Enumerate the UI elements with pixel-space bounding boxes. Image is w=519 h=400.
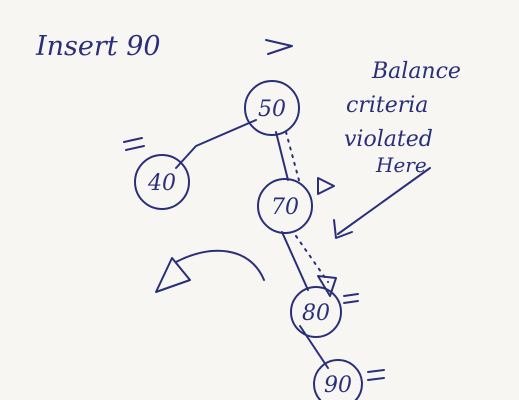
node-50: 50 (244, 80, 300, 136)
heading-text: Insert 90 (35, 31, 161, 62)
node-label: 40 (147, 171, 176, 196)
node-label: 70 (271, 195, 299, 220)
arrowhead-hint-1 (317, 177, 335, 195)
dotted-hint-70-80 (295, 235, 329, 283)
node-40: 40 (134, 154, 190, 210)
balance-mark-40 (123, 137, 145, 151)
note-line-4: Here (375, 153, 427, 177)
edge-70-80 (281, 231, 309, 291)
rotation-arrow-curve (175, 249, 265, 281)
note-line-2: criteria (346, 93, 428, 118)
edge-50-70 (275, 131, 289, 181)
node-circle (244, 80, 300, 136)
node-circle (313, 359, 363, 400)
node-circle (257, 178, 313, 234)
heading-arrow-mark (265, 39, 293, 55)
node-90: 90 (313, 359, 363, 400)
node-label: 80 (302, 301, 330, 326)
dotted-hint-50-70 (285, 131, 301, 185)
note-pointer-line (337, 167, 431, 235)
node-circle (134, 154, 190, 210)
balance-mark-80 (343, 293, 359, 304)
balance-mark-90 (367, 369, 385, 381)
node-label: 90 (324, 373, 352, 398)
edge-80-90 (299, 325, 329, 369)
node-circle (290, 286, 342, 338)
note-line-1: Balance (371, 59, 461, 84)
arrowhead-hint-2 (317, 275, 337, 297)
rotation-arrowhead (155, 257, 191, 293)
node-label: 50 (258, 97, 286, 122)
note-pointer-arrowhead (333, 219, 353, 239)
node-80: 80 (290, 286, 342, 338)
edge-50-40 (175, 119, 257, 169)
note-line-3: violated (344, 127, 433, 152)
node-70: 70 (257, 178, 313, 234)
